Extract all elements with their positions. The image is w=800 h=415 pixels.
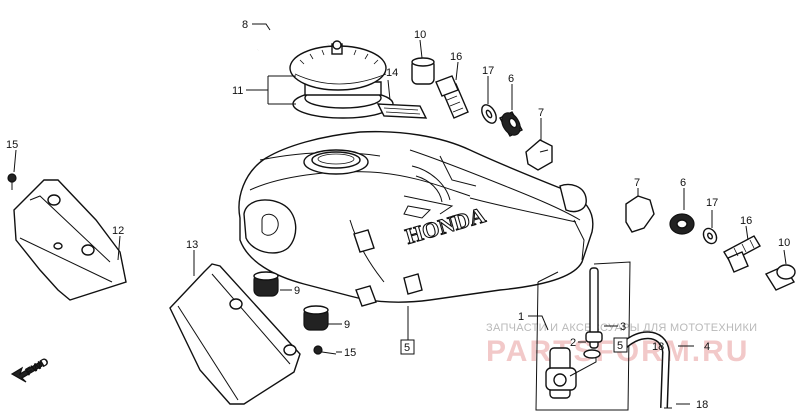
fwd-arrow: FWD — [10, 356, 52, 383]
watermark-line1: ЗАПЧАСТИ И АКСЕССУАРЫ ДЛЯ МОТОТЕХНИКИ — [486, 322, 757, 334]
label-16-top: 16 — [450, 51, 462, 63]
part-15-left-screw — [7, 173, 17, 190]
part-10-top — [411, 57, 435, 85]
part-16-top-bolt — [435, 75, 469, 119]
label-15-bottom: 15 — [344, 347, 356, 359]
leader-lines — [13, 23, 787, 405]
label-10-top: 10 — [414, 29, 426, 41]
part-10-right — [764, 264, 796, 291]
part-17-top-washer — [481, 104, 497, 124]
label-12: 12 — [112, 225, 124, 237]
label-5-tank: 5 — [400, 339, 415, 355]
label-7-top: 7 — [538, 107, 544, 119]
part-9-mount-upper — [253, 271, 279, 297]
label-3: 3 — [620, 321, 626, 333]
part-7-top-bracket — [525, 139, 553, 171]
label-8: 8 — [242, 19, 248, 31]
label-14: 14 — [386, 67, 398, 79]
label-17-right: 17 — [706, 197, 718, 209]
label-13: 13 — [186, 239, 198, 251]
part-12-side-cover — [13, 179, 127, 301]
label-16-right: 16 — [740, 215, 752, 227]
part-17-right-washer — [702, 227, 718, 245]
part-15-bottom-screw — [313, 345, 337, 355]
part-7-right-bracket — [625, 195, 655, 233]
label-6-top: 6 — [508, 73, 514, 85]
label-6-right: 6 — [680, 177, 686, 189]
label-1: 1 — [518, 311, 524, 323]
part-6-top-grommet — [499, 111, 523, 137]
part-8-breather-tube — [256, 17, 334, 51]
fwd-label: FWD — [24, 356, 52, 379]
label-15-left: 15 — [6, 139, 18, 151]
label-5-valve: 5 — [613, 337, 628, 353]
label-2: 2 — [570, 337, 576, 349]
label-9-upper: 9 — [294, 285, 300, 297]
part-labels: 8 11 14 10 16 17 6 7 15 12 13 9 9 15 5 7… — [6, 19, 790, 411]
fuel-tank — [238, 130, 594, 307]
label-11: 11 — [232, 85, 243, 97]
label-17-top: 17 — [482, 65, 494, 77]
part-13-side-cover — [169, 263, 301, 405]
part-14-gasket — [376, 103, 428, 119]
part-11-fuel-cap — [289, 40, 394, 119]
part-16-right-bolt — [723, 235, 761, 273]
label-10-right: 10 — [778, 237, 790, 249]
label-9-lower: 9 — [344, 319, 350, 331]
part-6-right-grommet — [669, 213, 695, 235]
label-7-right: 7 — [634, 177, 640, 189]
part-9-mount-lower — [303, 305, 329, 331]
label-18-upper: 18 — [652, 341, 664, 353]
label-18-lower: 18 — [696, 399, 708, 411]
label-5-tank-text: 5 — [404, 342, 410, 354]
label-5-valve-text: 5 — [617, 340, 623, 352]
label-4: 4 — [704, 341, 710, 353]
